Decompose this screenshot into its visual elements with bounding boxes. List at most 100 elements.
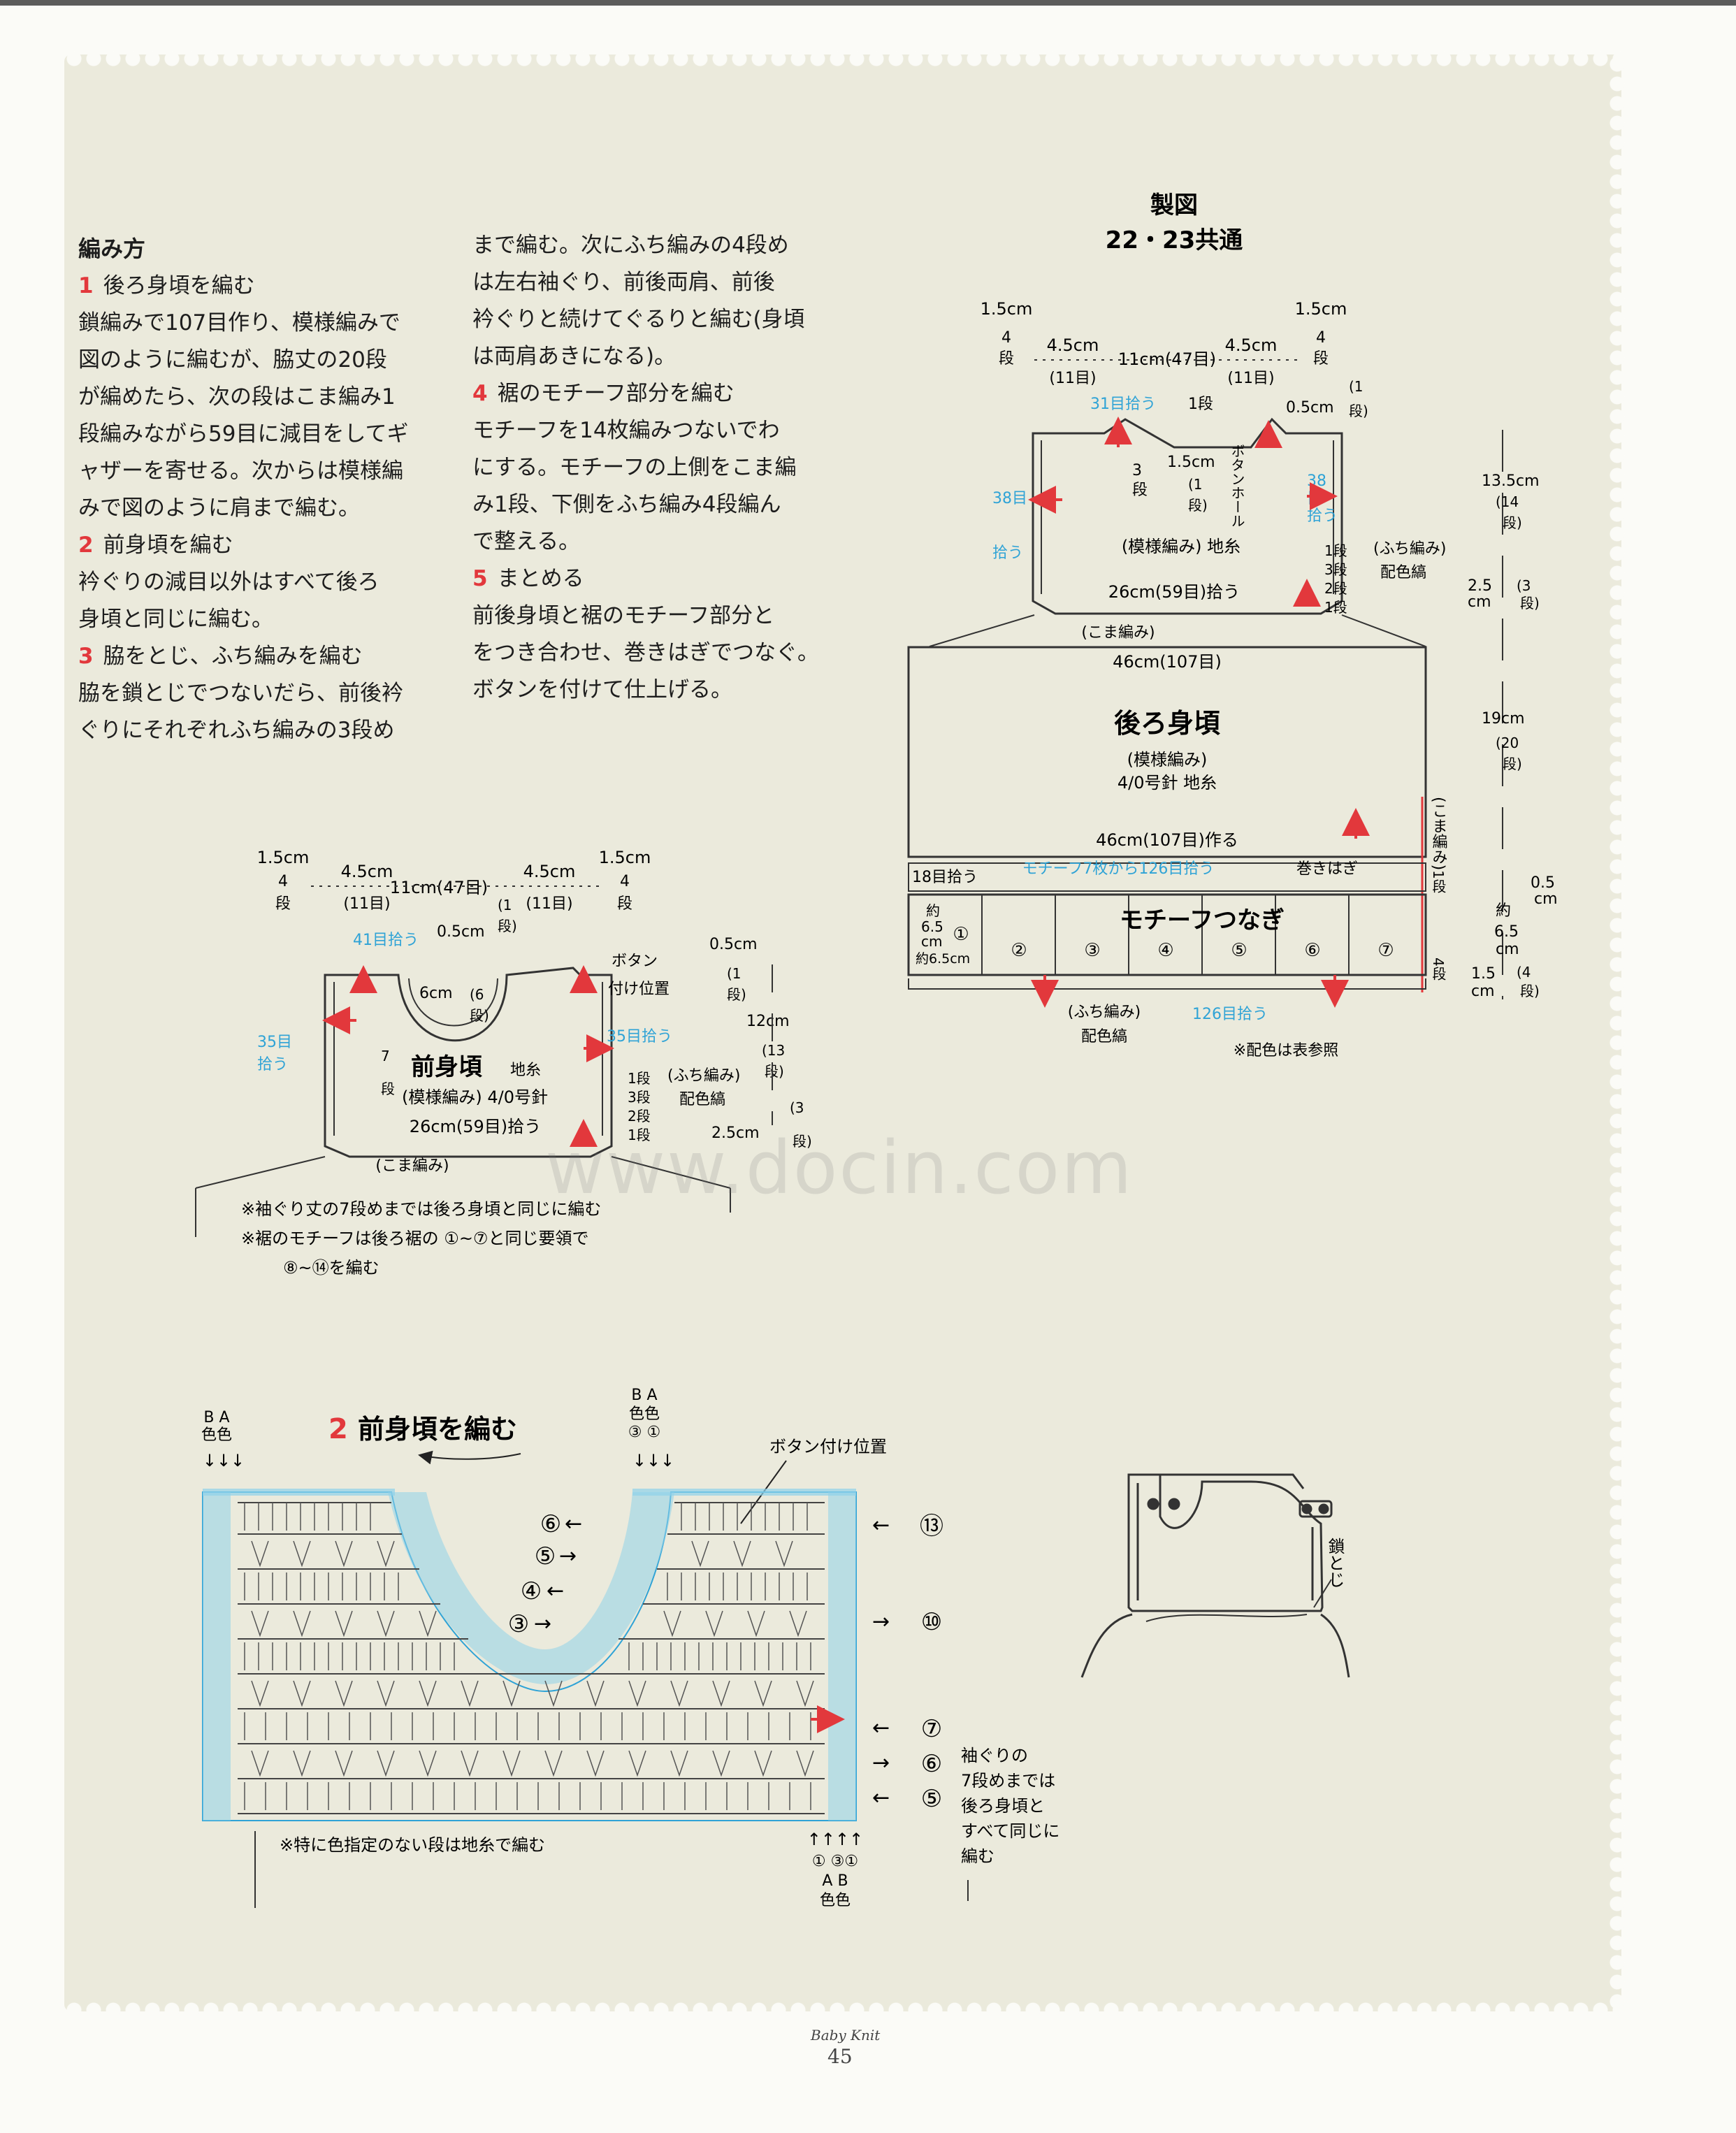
step-1-line: ャザーを寄せる。次からは模様編 [78,458,403,484]
dim-label: 1.5cm [257,848,310,867]
pick-label: 35目 [257,1034,292,1051]
v-stitch-rows [251,1540,814,1777]
edge-color: 配色縞 [1380,564,1426,581]
step-1-line: 段編みながら59目に減目をしてギ [78,421,409,447]
yoke-pattern-label: (模様編み) 地糸 [1122,537,1240,556]
step-3-line: は左右袖ぐり、前後両肩、前後 [472,270,775,295]
chart-note: ※特に色指定のない段は地糸で編む [280,1835,545,1855]
edge-row: 1段 [628,1070,651,1087]
chart-step-number: 2 [328,1413,348,1445]
front-pattern: (模様編み) 4/0号針 [402,1087,548,1107]
back-schematic: 製図 22・23共通 1.5cm 4.5cm 11cm(47目) 4.5cm 1… [907,191,1558,1060]
row-label: 段 [275,895,291,913]
dim-label: 46cm(107目) [1113,652,1222,672]
side-note: 袖ぐりの [961,1746,1028,1765]
button-position-label: ボタン付け位置 [769,1437,887,1456]
up-arrows: ↑↑↑↑ [807,1830,863,1849]
seam-label: 巻きはぎ [1296,860,1358,878]
motif-size: 約6.5cm [916,951,970,967]
pick-label: 38 [1307,472,1326,490]
row-label: 段) [1503,755,1522,772]
gather-line [929,614,1035,647]
step-5-line: をつき合わせ、巻きはぎでつなぐ。 [472,640,819,665]
row-arrow: ← [872,1716,890,1740]
row-label: (4 [1517,964,1531,981]
row-arrow: ← [872,1786,890,1810]
side-note: 7段めまでは [961,1771,1055,1791]
row-label: 段) [727,986,746,1003]
dim-label: 46cm(107目)作る [1096,830,1238,850]
motif-number: ③ [1084,940,1100,961]
instructions-col2: まで編む。次にふち編みの4段め は左右袖ぐり、前後両肩、前後 衿ぐりと続けてぐる… [472,227,819,709]
row-label: (1 [1349,378,1364,395]
side-edge-left [203,1492,231,1821]
side-note: すべて同じに [961,1821,1059,1841]
motif-number: ⑥ [1304,940,1320,961]
step-3-line: 衿ぐりと続けてぐるりと編む(身頃 [472,307,805,332]
schematic-title: 製図 [1150,191,1198,219]
dim-label: 2.5 [1468,577,1492,595]
pick-label: モチーフ7枚から126目拾う [1022,860,1215,878]
down-arrows: ↓↓↓ [632,1451,674,1470]
row-marker: ⑩ [921,1608,942,1636]
row-marker: ④ [521,1577,542,1605]
pick-label: 26cm(59目)拾う [1108,582,1240,602]
dim-label: 約 [1496,902,1511,920]
row-arrow: ← [547,1579,564,1603]
front-note: ⑧~⑭を編む [283,1258,379,1278]
row-label: (1 [1188,476,1203,493]
dim-label: 19cm [1482,710,1525,728]
top-rule [0,0,1736,6]
row-label: 3 [1132,462,1142,479]
yarn-label: ① ③① [812,1853,858,1870]
motif-band [907,893,1427,976]
button-label: ボタン [612,953,658,970]
row-arrow: → [534,1612,551,1636]
yarn-label: 色色 [629,1405,660,1423]
color-note: ※配色は表参照 [1234,1042,1338,1060]
dim-label: 1.5cm [1167,454,1215,471]
edge-color: 配色縞 [1081,1028,1127,1046]
shoulder-edge [203,1489,395,1496]
dim-label: 4.5cm [523,862,576,881]
step-4-line: モチーフを14枚編みつないでわ [472,418,780,443]
scallop-border-right [1607,55,1627,2011]
dim-label: cm [1468,593,1491,611]
front-note: ※裾のモチーフは後ろ裾の ①~⑦と同じ要領で [241,1229,588,1248]
gather-line [611,1156,731,1189]
step-3-line: 脇を鎖とじでつないだら、前後衿 [78,681,403,706]
single-crochet-label: (こま編み) [375,1157,449,1175]
dim-label: 1.5cm [599,848,651,867]
row-arrow: ← [565,1512,582,1536]
row-marker: ⑬ [920,1512,943,1540]
back-needle: 4/0号針 地糸 [1117,773,1217,793]
dim-label: 0.5 [1531,874,1555,892]
side-label: 1段 [1430,870,1447,893]
front-body-title: 前身頃 [411,1053,482,1081]
gather-line [1341,614,1426,647]
pick-label: 38目 [992,490,1027,507]
row-label: 段) [1520,595,1540,612]
pick-label: 126目拾う [1192,1006,1268,1023]
row-label: (3 [790,1099,804,1116]
row-arrow: → [872,1751,890,1775]
row-label: 段) [793,1133,812,1150]
pick-label: 31目拾う [1090,396,1156,413]
row-label: 段) [1503,514,1522,531]
pick-label: 41目拾う [353,932,419,949]
side-note: 後ろ身頃と [961,1796,1045,1816]
row-label: (1 [727,965,742,982]
row-label: (20 [1496,735,1519,751]
front-schematic: 1.5cm 4.5cm 11cm(47目) 4.5cm 1.5cm 4 段 (1… [195,848,812,1278]
dim-label: 2.5cm [711,1125,760,1142]
row-label: (11目) [1049,370,1096,387]
edge-row: 1段 [628,1127,651,1143]
pick-label: 拾う [1307,507,1338,525]
step-1-line: が編めたら、次の段はこま編み1 [78,384,396,410]
down-arrows: ↓↓↓ [203,1451,245,1470]
